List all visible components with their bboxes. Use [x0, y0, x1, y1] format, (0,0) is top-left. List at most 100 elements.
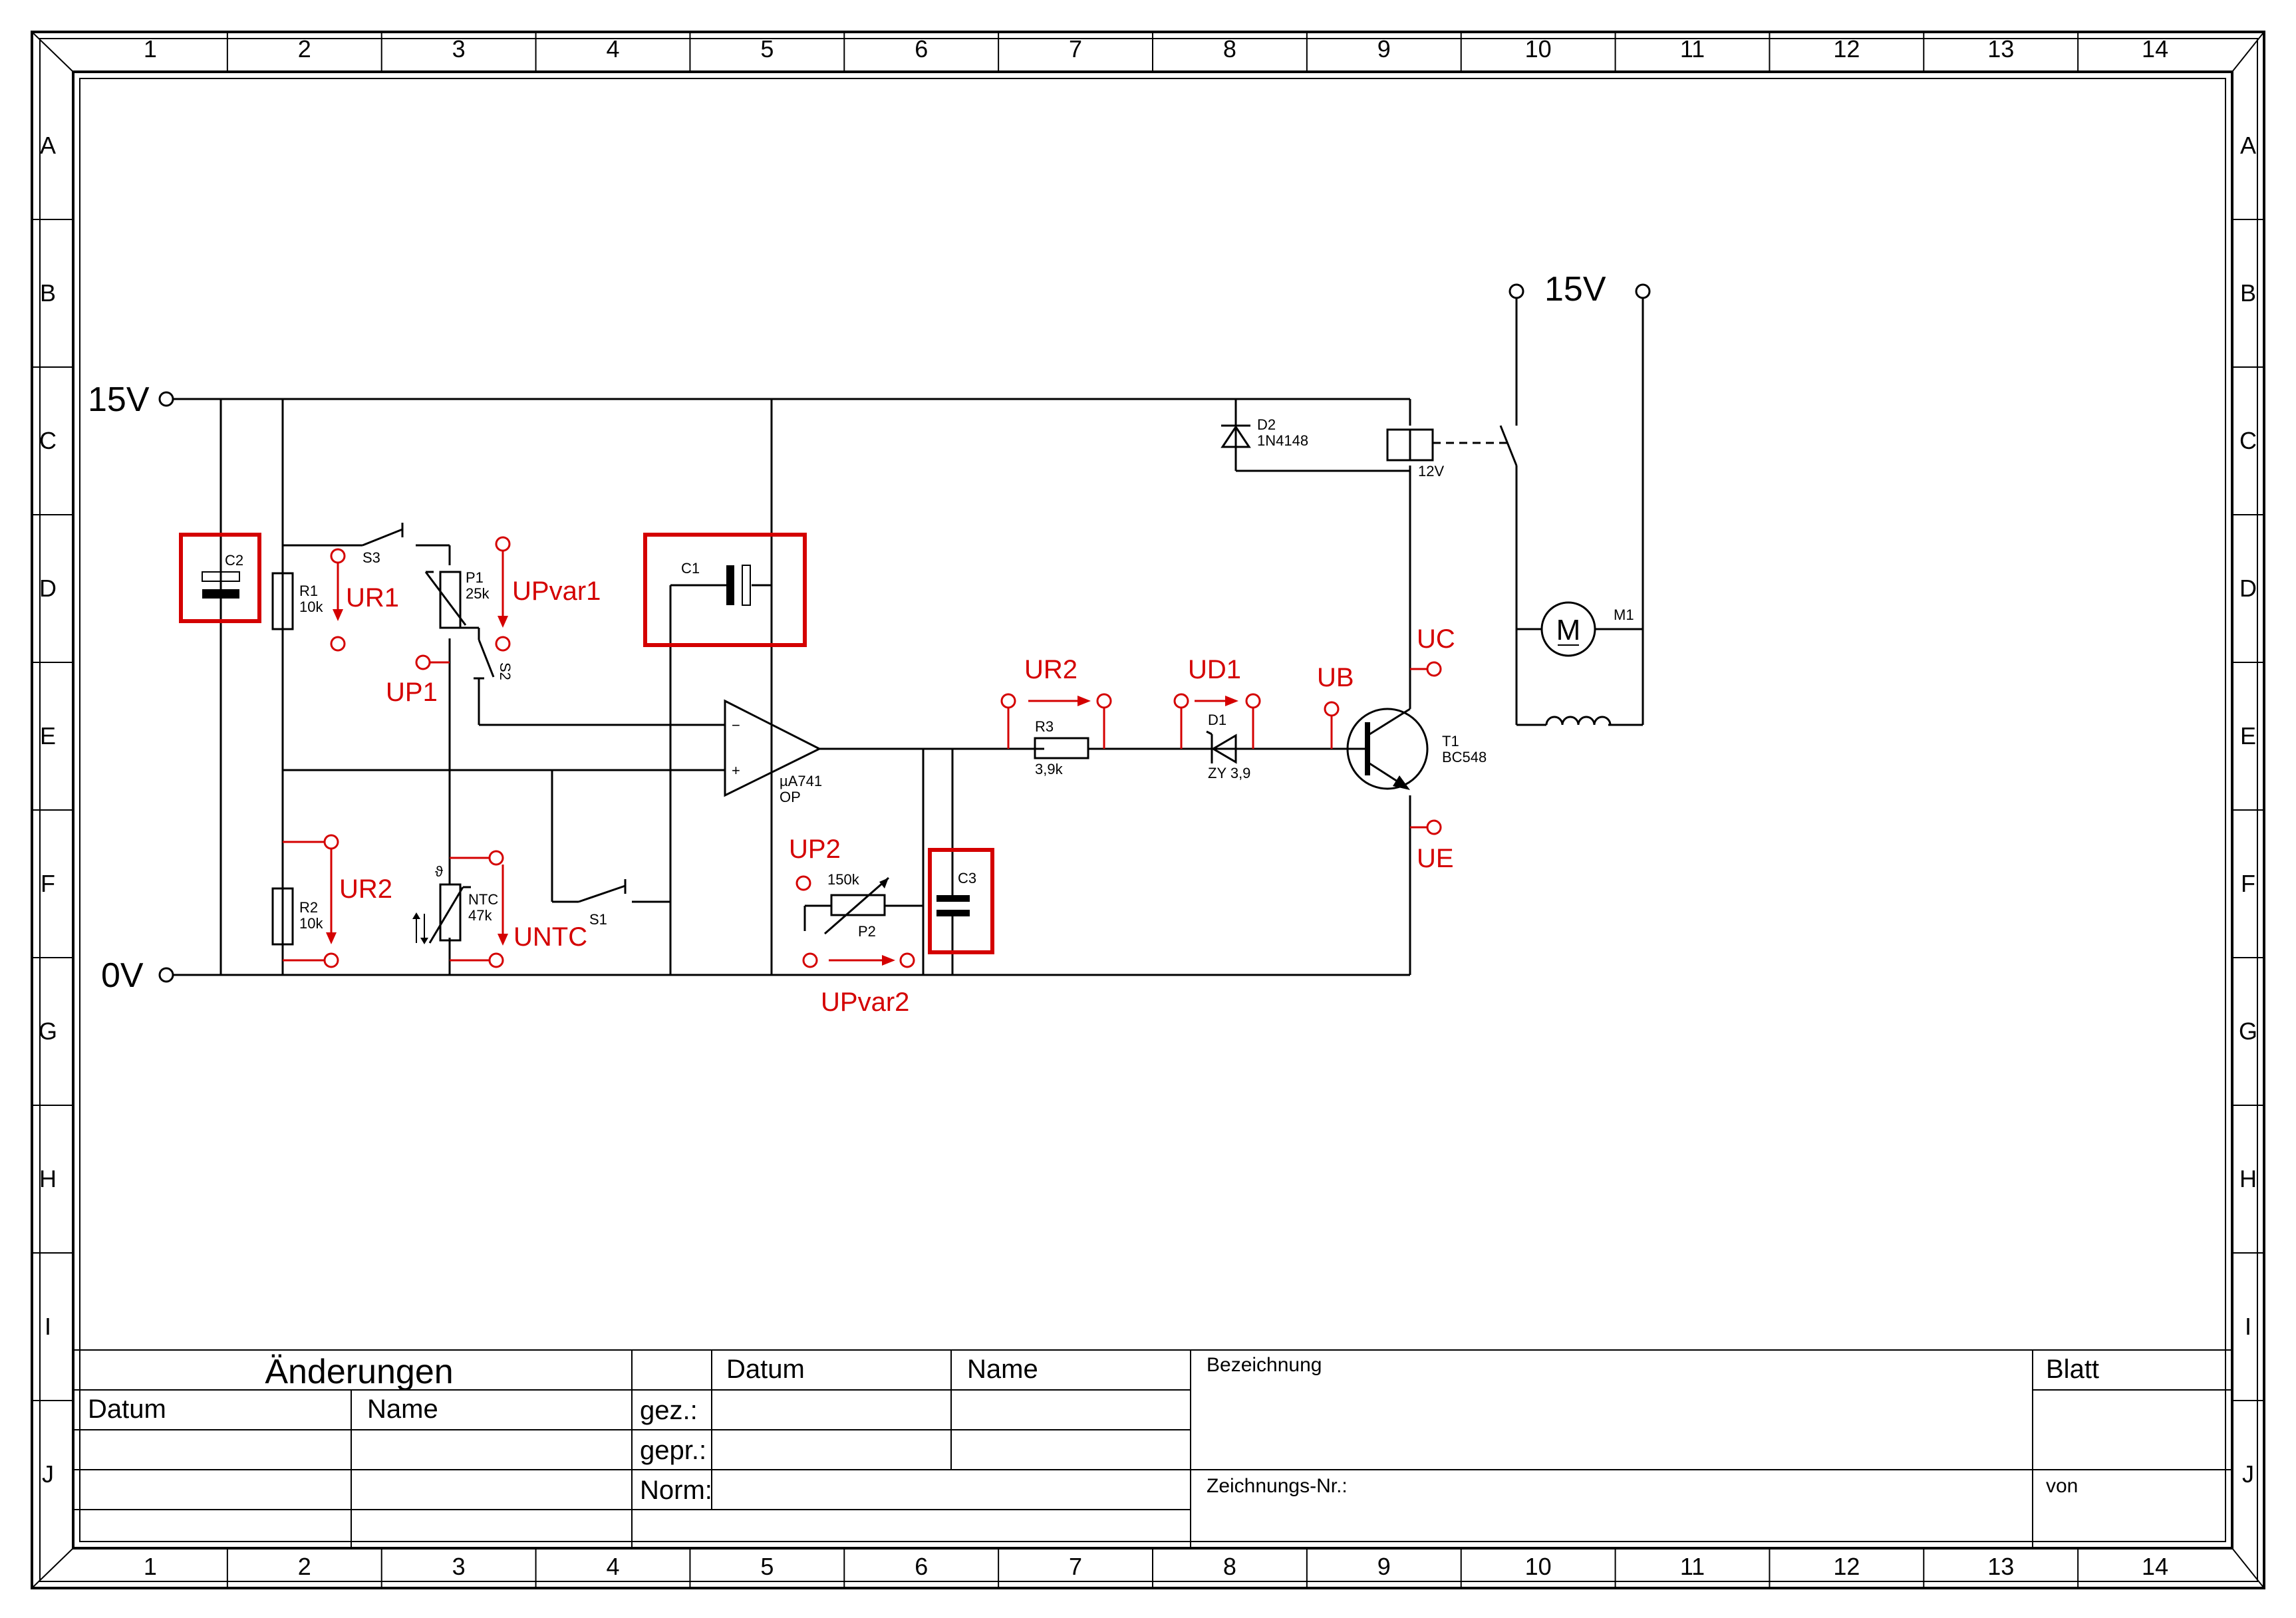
row-label-J: J: [2242, 1460, 2254, 1488]
highlight-box-c3: [928, 848, 994, 954]
col-label-3: 3: [452, 1553, 466, 1580]
col-label-2: 2: [298, 1553, 311, 1580]
s1-label: S1: [589, 911, 607, 928]
supply-terminals: 15V 0V 15V: [88, 270, 1651, 995]
zener-diode-d1: D1 ZY 3,9: [1206, 712, 1250, 781]
r3-label: R3: [1035, 718, 1054, 735]
measurement-annotations: UR1 UPvar1 UP1 UR2 UNTC UP2 UPv: [179, 533, 1455, 1017]
row-label-J: J: [42, 1460, 54, 1488]
opamp-minus: −: [732, 717, 740, 734]
p2-value: 150k: [827, 871, 860, 888]
c1-label: C1: [681, 560, 700, 577]
capacitor-c3: C3: [936, 870, 976, 916]
datum-header: Datum: [726, 1355, 805, 1384]
col-label-1: 1: [144, 35, 157, 63]
d1-value: ZY 3,9: [1208, 765, 1250, 781]
col-label-1: 1: [144, 1553, 157, 1580]
col-label-5: 5: [760, 35, 774, 63]
d2-label: D2: [1257, 416, 1276, 433]
gez-label: gez.:: [640, 1396, 698, 1425]
bezeichnung-label: Bezeichnung: [1207, 1354, 1322, 1376]
supply-15v-right-label: 15V: [1544, 270, 1606, 309]
capacitor-c2: C2: [202, 552, 243, 599]
supply-0v-label: 0V: [101, 956, 144, 995]
highlight-box-c2: [179, 533, 261, 623]
von-label: von: [2046, 1475, 2078, 1497]
r2-value: 10k: [299, 915, 323, 932]
ur2-left-label: UR2: [339, 875, 392, 904]
s3-label: S3: [362, 549, 380, 566]
aenderungen-datum-header: Datum: [88, 1395, 166, 1424]
row-label-C: C: [2239, 427, 2257, 454]
row-label-F: F: [41, 870, 55, 897]
col-label-14: 14: [2142, 1553, 2168, 1580]
relay-contact: [1499, 425, 1518, 466]
transistor-t1: T1 BC548: [1337, 708, 1487, 790]
aenderungen-name-header: Name: [367, 1395, 438, 1424]
inductor-coil: [1545, 716, 1612, 726]
c2-label: C2: [225, 552, 243, 569]
resistor-r1: R1 10k: [271, 572, 323, 630]
row-label-I: I: [2245, 1313, 2251, 1340]
ue-label: UE: [1417, 844, 1454, 873]
resistor-r2: R2 10k: [271, 887, 323, 946]
circuit-wires: [172, 291, 1644, 976]
col-label-2: 2: [298, 35, 311, 63]
col-label-7: 7: [1069, 1553, 1082, 1580]
t1-label: T1: [1442, 733, 1459, 749]
switch-s1: S1: [578, 879, 627, 928]
d2-value: 1N4148: [1257, 432, 1308, 449]
row-label-A: A: [40, 132, 56, 159]
opamp-plus: +: [732, 762, 740, 779]
col-label-4: 4: [606, 35, 619, 63]
p1-label: P1: [466, 569, 484, 586]
title-block: Änderungen Datum Name Datum Name gez.: g…: [73, 1349, 2232, 1548]
col-label-5: 5: [760, 1553, 774, 1580]
col-label-4: 4: [606, 1553, 619, 1580]
col-label-8: 8: [1223, 35, 1236, 63]
zeichnungs-nr-label: Zeichnungs-Nr.:: [1207, 1475, 1348, 1497]
row-label-H: H: [39, 1165, 57, 1192]
col-label-11: 11: [1680, 1553, 1705, 1580]
ud1-label: UD1: [1188, 655, 1241, 684]
col-label-9: 9: [1377, 35, 1391, 63]
row-label-E: E: [40, 722, 56, 749]
ub-label: UB: [1317, 663, 1354, 692]
motor-m1: M M1: [1540, 601, 1634, 657]
norm-label: Norm:: [640, 1476, 712, 1505]
upvar1-label: UPvar1: [512, 577, 601, 606]
row-label-G: G: [2239, 1017, 2257, 1045]
highlight-box-c1: [643, 533, 807, 647]
blatt-label: Blatt: [2046, 1355, 2099, 1384]
ur1-label: UR1: [346, 583, 399, 612]
ntc-value: 47k: [468, 907, 492, 924]
opamp-type: OP: [780, 789, 801, 805]
row-label-H: H: [2239, 1165, 2257, 1192]
uc-label: UC: [1417, 624, 1455, 654]
row-label-B: B: [40, 279, 56, 307]
col-label-13: 13: [1987, 1553, 2014, 1580]
row-label-F: F: [2241, 870, 2255, 897]
ntc-label: NTC: [468, 891, 498, 908]
col-label-14: 14: [2142, 35, 2168, 63]
row-label-D: D: [39, 575, 57, 602]
grid-ticks: [32, 32, 2264, 1588]
gepr-label: gepr.:: [640, 1436, 706, 1465]
t1-value: BC548: [1442, 749, 1487, 765]
col-label-13: 13: [1987, 35, 2014, 63]
row-label-D: D: [2239, 575, 2257, 602]
switch-s3: S3: [362, 523, 404, 566]
relay-coil: 12V: [1386, 428, 1511, 479]
capacitor-c1: C1: [681, 560, 751, 606]
col-label-10: 10: [1525, 35, 1552, 63]
ntc-t-symbol: ϑ: [435, 863, 443, 880]
col-label-8: 8: [1223, 1553, 1236, 1580]
col-label-3: 3: [452, 35, 466, 63]
thermistor-ntc: ϑ NTC 47k: [412, 863, 498, 944]
resistor-r3: R3 3,9k: [1034, 718, 1089, 777]
potentiometer-p1: P1 25k: [424, 569, 490, 629]
col-label-10: 10: [1525, 1553, 1552, 1580]
row-label-A: A: [2240, 132, 2256, 159]
